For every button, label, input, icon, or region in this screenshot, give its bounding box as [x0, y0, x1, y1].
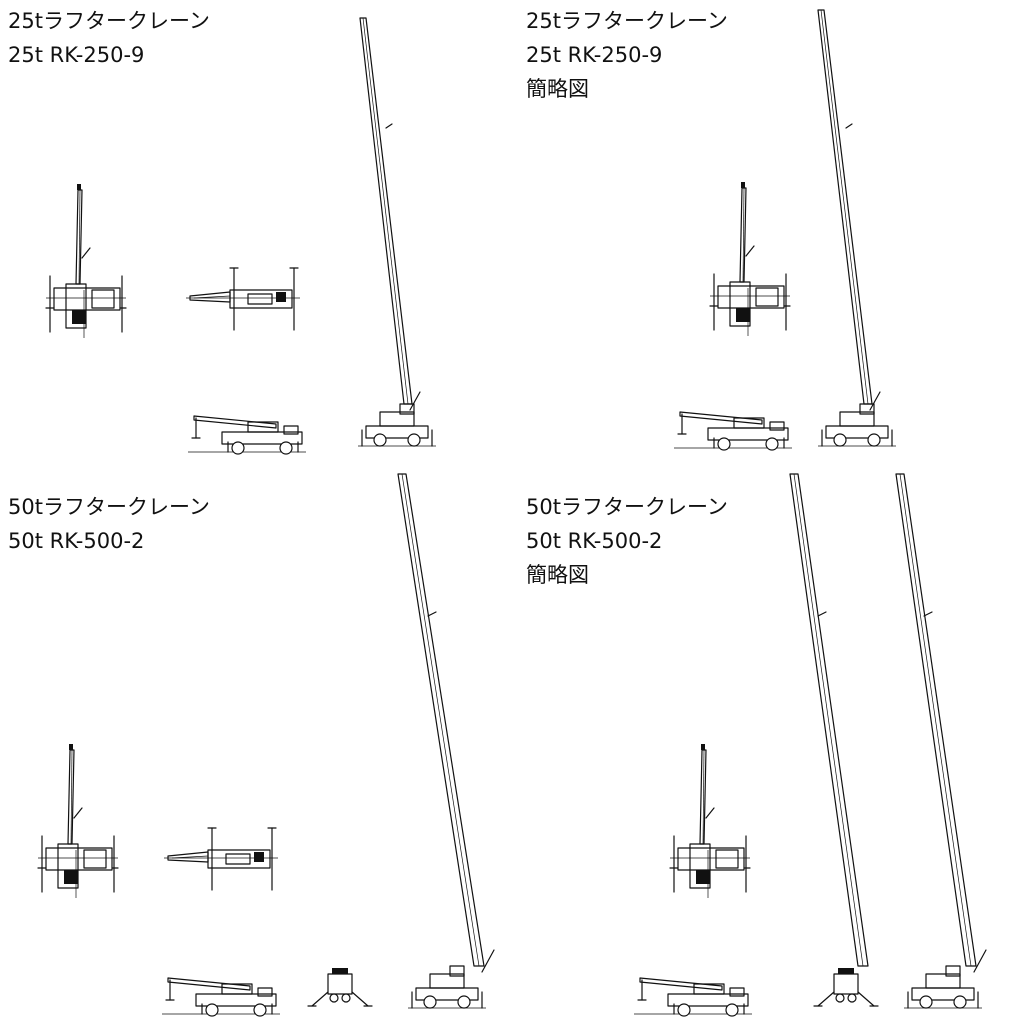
panel-2-working-crane	[817, 9, 897, 447]
panel-3-plan-view	[163, 827, 279, 891]
panel-3-rear-view	[37, 743, 119, 899]
panel-2-rear-view	[709, 181, 791, 337]
panel-3-model: 50t RK-500-2	[8, 529, 145, 553]
panel-4-travel-view	[633, 977, 753, 1017]
panel-1-travel-view	[187, 415, 307, 455]
panel-2-note: 簡略図	[526, 77, 589, 101]
panel-2-label: 25tラフタークレーン 25t RK-250-9 簡略図	[526, 4, 728, 106]
panel-1-label: 25tラフタークレーン 25t RK-250-9	[8, 4, 210, 72]
panel-1-title: 25tラフタークレーン	[8, 9, 210, 33]
panel-4-working-crane-a	[789, 473, 879, 1007]
panel-2-travel-view	[673, 411, 793, 451]
panel-4-rear-view	[669, 743, 751, 899]
panel-4-title: 50tラフタークレーン	[526, 495, 728, 519]
panel-1-working-crane	[357, 17, 437, 447]
panel-3-label: 50tラフタークレーン 50t RK-500-2	[8, 490, 210, 558]
panel-1-plan-view	[185, 267, 301, 331]
panel-1-rear-view	[45, 183, 127, 339]
panel-4-model: 50t RK-500-2	[526, 529, 663, 553]
panel-3-working-crane	[397, 473, 495, 1009]
panel-3-end-view	[307, 967, 373, 1007]
panel-2-model: 25t RK-250-9	[526, 43, 663, 67]
panel-1-model: 25t RK-250-9	[8, 43, 145, 67]
panel-3-title: 50tラフタークレーン	[8, 495, 210, 519]
panel-4-note: 簡略図	[526, 563, 589, 587]
panel-4-working-crane-b	[895, 473, 987, 1009]
panel-2-title: 25tラフタークレーン	[526, 9, 728, 33]
panel-4-label: 50tラフタークレーン 50t RK-500-2 簡略図	[526, 490, 728, 592]
panel-3-travel-view	[161, 977, 281, 1017]
